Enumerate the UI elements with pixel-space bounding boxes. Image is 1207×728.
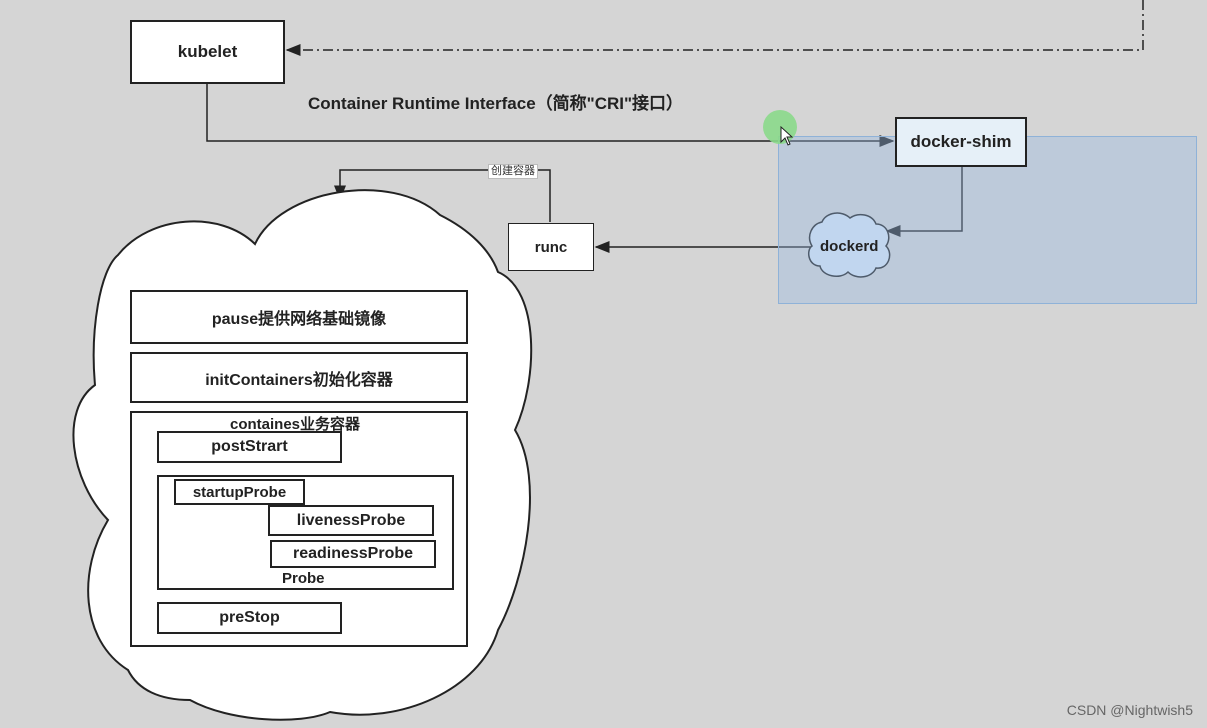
- dockerd-label[interactable]: dockerd: [820, 238, 879, 255]
- cursor-highlight: [763, 110, 797, 144]
- pre-stop-box[interactable]: preStop: [157, 602, 342, 634]
- probe-group-label: Probe: [282, 570, 325, 587]
- cri-caption: Container Runtime Interface（简称"CRI"接口）: [308, 94, 684, 113]
- readiness-probe-box[interactable]: readinessProbe: [270, 540, 436, 568]
- readiness-probe-label: readinessProbe: [292, 545, 414, 562]
- startup-probe-label: startupProbe: [192, 483, 287, 501]
- kubelet-label: kubelet: [177, 42, 238, 61]
- init-containers-label: initContainers初始化容器: [205, 371, 393, 389]
- create-container-edge-label: 创建容器: [488, 164, 538, 179]
- kubelet-node[interactable]: kubelet: [130, 20, 285, 84]
- runc-label: runc: [534, 238, 568, 256]
- post-start-box[interactable]: postStrart: [157, 431, 342, 463]
- liveness-probe-box[interactable]: livenessProbe: [268, 505, 434, 536]
- dockerd-cloud-shape: [807, 212, 891, 278]
- startup-probe-box[interactable]: startupProbe: [174, 479, 305, 505]
- post-start-label: postStrart: [211, 438, 288, 455]
- liveness-probe-label: livenessProbe: [296, 511, 406, 529]
- init-containers-box[interactable]: initContainers初始化容器: [130, 352, 468, 403]
- docker-shim-node[interactable]: docker-shim: [895, 117, 1027, 167]
- return-dashdot-arrow: [285, 0, 1144, 56]
- pause-label: pause提供网络基础镜像: [211, 311, 387, 328]
- kubelet-to-shim-arrow: [206, 84, 895, 147]
- pause-container-box[interactable]: pause提供网络基础镜像: [130, 290, 468, 344]
- mouse-pointer-icon: [780, 126, 794, 146]
- shim-to-dockerd-arrow: [885, 166, 963, 237]
- business-containers-title: containes业务容器: [230, 416, 361, 433]
- pre-stop-label: preStop: [219, 609, 280, 626]
- watermark-text: CSDN @Nightwish5: [1066, 702, 1193, 718]
- runc-to-pod-arrow: [334, 169, 551, 222]
- runc-node[interactable]: runc: [508, 223, 594, 271]
- docker-shim-label: docker-shim: [910, 132, 1012, 151]
